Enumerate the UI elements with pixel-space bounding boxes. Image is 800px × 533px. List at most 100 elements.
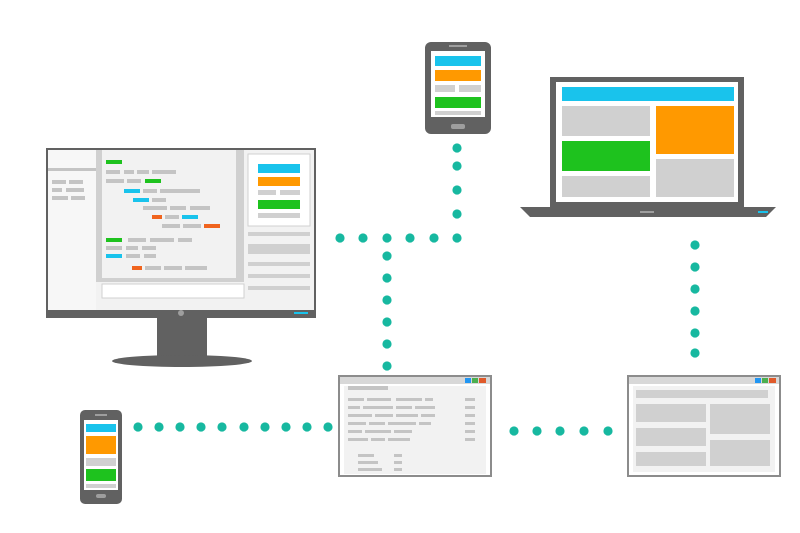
code-token [178, 238, 192, 242]
phone-left-device [80, 410, 122, 504]
code-token [132, 266, 142, 270]
text-line [348, 438, 368, 441]
connector-dot [452, 209, 462, 219]
monitor-sidebar-line [52, 180, 66, 184]
text-line [394, 454, 402, 457]
connector-dot [532, 426, 542, 436]
text-line [396, 398, 422, 401]
monitor-panel-line [248, 274, 310, 278]
monitor-power-button [178, 310, 184, 316]
browser-right-block [636, 452, 706, 466]
connector-dot [281, 422, 291, 432]
browser-right-header-bar [636, 390, 768, 398]
text-line [465, 414, 475, 417]
monitor-sidebar-line [71, 196, 85, 200]
text-line [348, 422, 366, 425]
browser-window-right-device [627, 375, 781, 477]
browser-right-block [636, 404, 706, 422]
browser-right-block [710, 404, 770, 434]
code-token [152, 215, 162, 219]
text-line [365, 430, 391, 433]
tablet-orange-block [435, 70, 481, 81]
monitor-sidebar-line [52, 188, 62, 192]
code-token [106, 160, 122, 164]
laptop-device [520, 77, 776, 217]
text-line [415, 406, 435, 409]
connector-dot [452, 233, 462, 243]
code-token [124, 189, 140, 193]
preview-green-block [258, 200, 300, 209]
monitor-stand-neck [157, 318, 207, 358]
connector-dot [217, 422, 227, 432]
connector-dot [579, 426, 589, 436]
text-line [419, 422, 431, 425]
connector-dot [382, 251, 392, 261]
text-line [465, 438, 475, 441]
text-line [425, 398, 433, 401]
window-control-blue [465, 378, 471, 383]
browser-right-block [636, 428, 706, 446]
code-token [106, 170, 120, 174]
text-line [348, 406, 360, 409]
code-token [145, 266, 161, 270]
code-token [162, 224, 180, 228]
connector-dot [239, 422, 249, 432]
connector-dot [690, 348, 700, 358]
connector-dot [175, 422, 185, 432]
browser-center-titlebar [340, 377, 490, 384]
code-token [152, 198, 166, 202]
text-line [371, 438, 385, 441]
phone-cyan-block [86, 424, 116, 432]
connector-dot [382, 317, 392, 327]
code-token [124, 170, 134, 174]
connector-dot [260, 422, 270, 432]
connector-dot [603, 426, 613, 436]
phone-green-block [86, 469, 116, 481]
dotted-connectors [133, 143, 700, 436]
connector-phone-horizontal [133, 422, 333, 432]
preview-cyan-block [258, 164, 300, 173]
code-token [128, 238, 146, 242]
connector-dot [154, 422, 164, 432]
tablet-gray-block [435, 85, 455, 92]
code-token [127, 179, 141, 183]
text-line [465, 406, 475, 409]
laptop-orange-block [656, 106, 734, 154]
connector-dot [429, 233, 439, 243]
connector-dot [358, 233, 368, 243]
tablet-home-button [451, 124, 465, 129]
window-control-blue [755, 378, 761, 383]
connector-dot [690, 240, 700, 250]
tablet-speaker [449, 45, 467, 47]
tablet-top-device [425, 42, 491, 134]
monitor-editor-divider [96, 278, 244, 282]
text-line [363, 406, 393, 409]
window-control-green [472, 378, 478, 383]
browser-right-titlebar [629, 377, 779, 384]
laptop-gray-block [562, 176, 650, 197]
tablet-green-block [435, 97, 481, 108]
phone-home-button [96, 494, 106, 498]
connector-dot [323, 422, 333, 432]
connector-dot [382, 295, 392, 305]
code-token [183, 224, 201, 228]
text-line [394, 430, 412, 433]
connector-dot [690, 306, 700, 316]
connector-dot [452, 143, 462, 153]
text-line [375, 414, 393, 417]
code-token [144, 254, 156, 258]
laptop-gray-block [562, 106, 650, 136]
preview-orange-block [258, 177, 300, 186]
connector-dot [382, 339, 392, 349]
connector-monitor-horizontal [335, 233, 439, 243]
connector-dot [509, 426, 519, 436]
monitor-panel-line [248, 244, 310, 254]
laptop-trackpad-notch [640, 211, 654, 213]
preview-gray-block [258, 213, 300, 218]
text-line [465, 422, 475, 425]
laptop-green-block [562, 141, 650, 171]
text-line [465, 430, 475, 433]
monitor-panel-line [248, 262, 310, 266]
code-token [143, 189, 157, 193]
code-token [143, 206, 167, 210]
